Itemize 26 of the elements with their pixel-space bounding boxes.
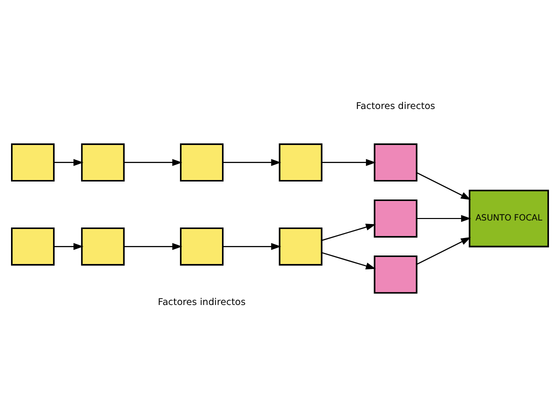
node-box (374, 142, 418, 182)
arrow (124, 158, 182, 166)
arrow (222, 158, 282, 166)
node-box: ASUNTO FOCAL (468, 189, 549, 247)
node-box (11, 142, 55, 182)
arrow (322, 158, 376, 166)
arrow (416, 236, 471, 264)
node-box (81, 226, 125, 266)
node-box (374, 198, 418, 238)
arrow (416, 214, 472, 222)
node-box (278, 142, 322, 182)
arrow (54, 242, 84, 250)
node-box (81, 142, 125, 182)
node-box (180, 142, 224, 182)
node-box (180, 226, 224, 266)
arrow (322, 252, 376, 269)
arrow (322, 223, 376, 240)
arrow (54, 158, 84, 166)
arrow (416, 172, 471, 200)
node-box (11, 226, 55, 266)
node-box (374, 255, 418, 294)
arrow (124, 242, 182, 250)
label: Factores directos (356, 100, 436, 112)
label: Factores indirectos (158, 296, 246, 308)
node-box (278, 226, 322, 266)
arrow (222, 242, 282, 250)
